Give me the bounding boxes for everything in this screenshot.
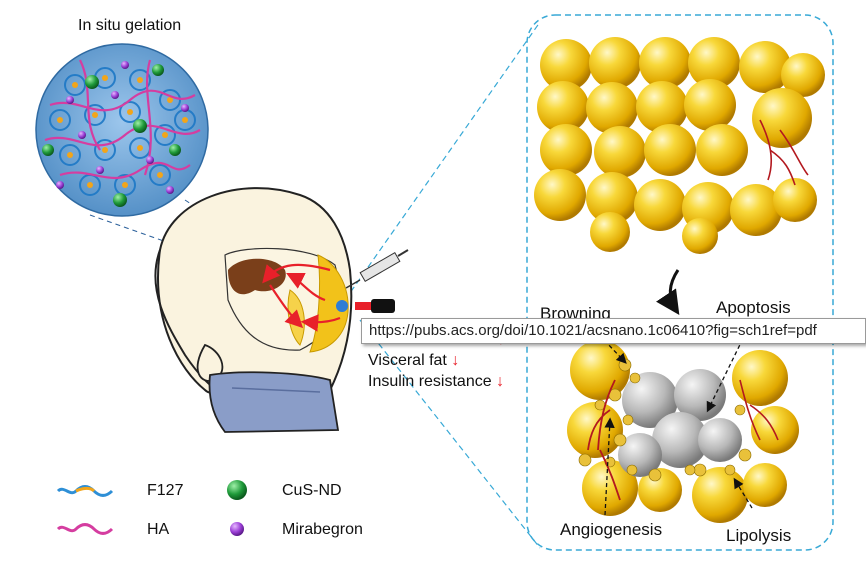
visceral-fat-text: Visceral fat <box>368 352 447 369</box>
gel-network-illustration <box>35 43 209 217</box>
angiogenesis-label: Angiogenesis <box>560 520 663 539</box>
connector-line-box-upper <box>344 21 541 301</box>
connector-line-box-lower <box>359 319 541 549</box>
legend-mirabegron-glyph <box>230 522 244 536</box>
fat-cells-before <box>534 37 825 254</box>
lipolysis-pointer <box>733 477 753 509</box>
legend-cus-glyph <box>227 480 247 500</box>
insulin-resistance-label: Insulin resistance ↓ <box>368 373 504 391</box>
lipolysis-label: Lipolysis <box>726 526 792 545</box>
legend-ha-label: HA <box>147 521 170 538</box>
syringe-icon <box>345 249 409 289</box>
in-situ-gelation-label: In situ gelation <box>78 17 182 34</box>
legend-f127-glyph <box>56 485 114 497</box>
angiogenesis-pointer <box>604 417 615 516</box>
adipose-detail-box <box>526 14 834 551</box>
down-arrow-icon: ↓ <box>496 373 505 390</box>
legend-f127-label: F127 <box>147 482 184 499</box>
visceral-fat-label: Visceral fat ↓ <box>368 352 459 370</box>
url-tooltip: https://pubs.acs.org/doi/10.1021/acsnano… <box>361 318 866 344</box>
down-arrow-icon: ↓ <box>451 352 460 369</box>
transition-arrow <box>656 269 680 315</box>
legend-ha-glyph <box>56 523 114 535</box>
laser-icon <box>355 299 395 313</box>
torso-illustration <box>154 187 353 433</box>
fat-cells-after <box>567 340 799 523</box>
legend-mirabegron-label: Mirabegron <box>282 521 363 538</box>
insulin-resistance-text: Insulin resistance <box>368 373 492 390</box>
legend-cus-label: CuS-ND <box>282 482 342 499</box>
apoptosis-label: Apoptosis <box>716 298 791 317</box>
